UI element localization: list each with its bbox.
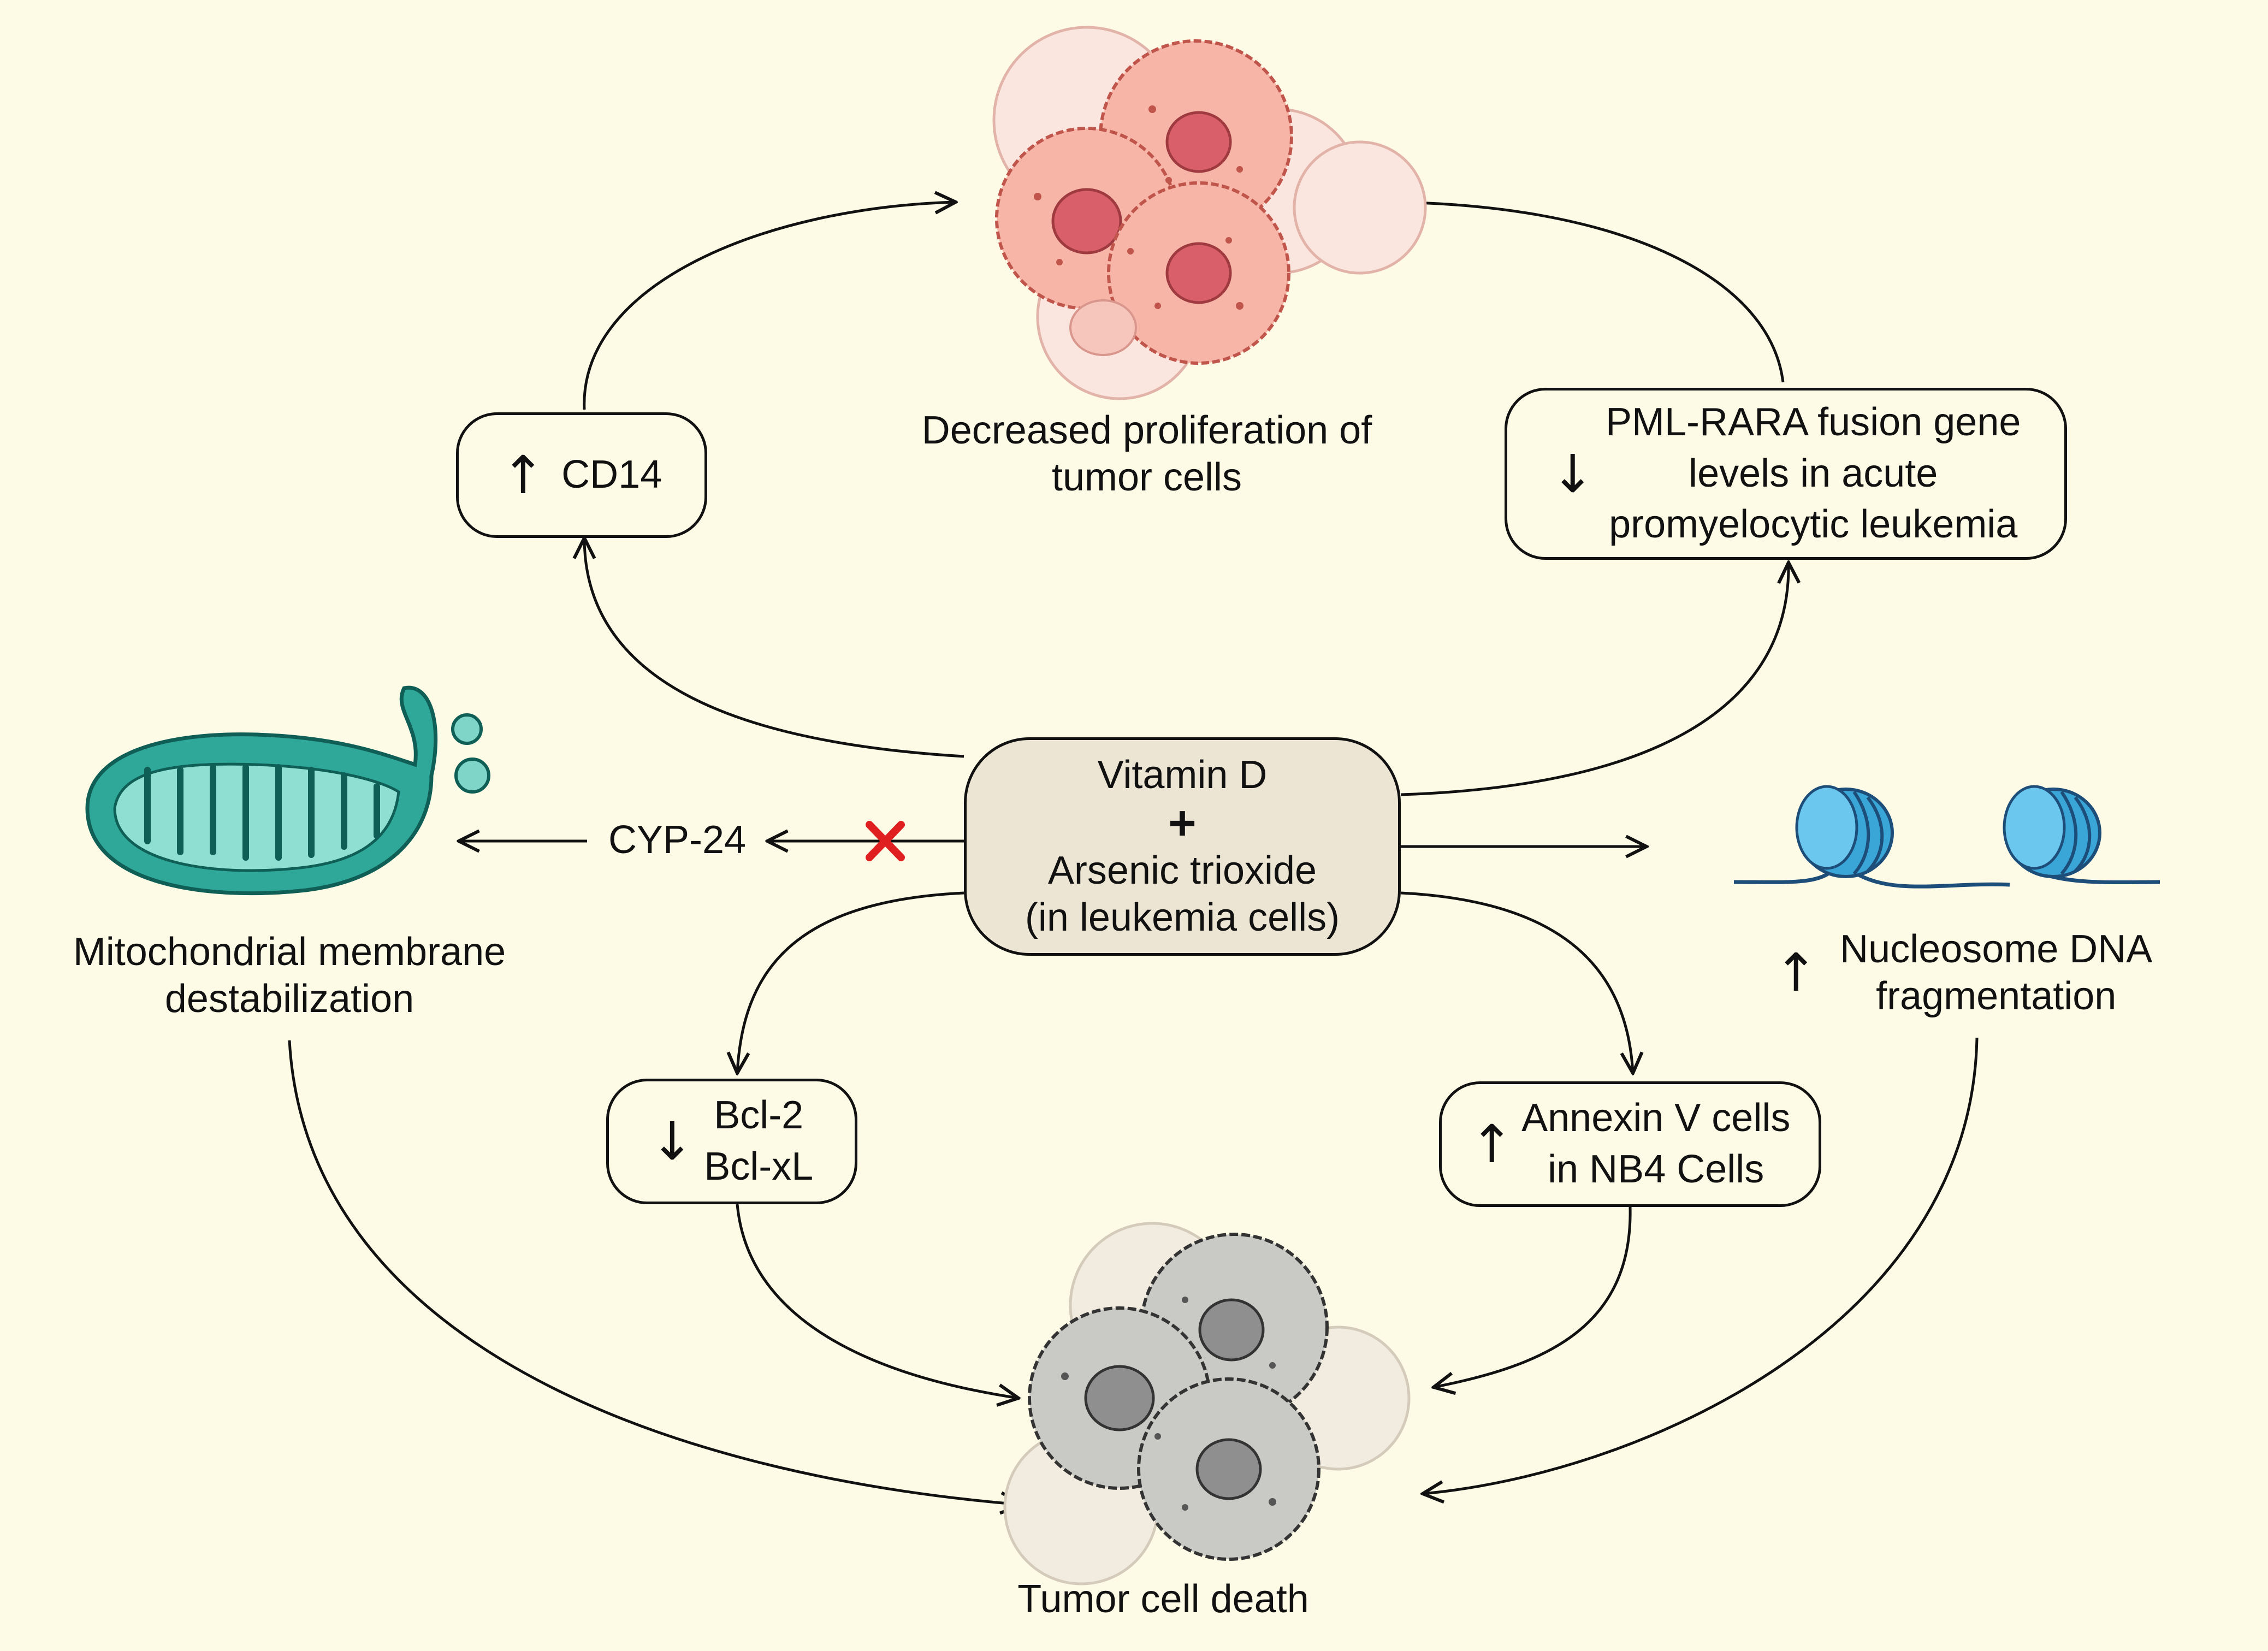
annexin-text: Annexin V cells in NB4 Cells — [1521, 1093, 1790, 1195]
bcl-line-2: Bcl-xL — [704, 1145, 814, 1188]
bcl-box: ↓ Bcl-2 Bcl-xL — [606, 1079, 857, 1204]
nucleosome-label: ↑ Nucleosome DNA fragmentation — [1745, 926, 2182, 1020]
arrow-center-to-pml — [1400, 563, 1789, 796]
arrow-center-to-bcl — [737, 891, 964, 1073]
treatment-line-vitamin-d: Vitamin D — [1097, 753, 1268, 797]
arrow-nucleosome-to-death — [1423, 1037, 1979, 1494]
annexin-box: ↑ Annexin V cells in NB4 Cells — [1439, 1081, 1821, 1207]
treatment-line-context: (in leukemia cells) — [1025, 896, 1340, 940]
nucleosome-text: Nucleosome DNA fragmentation — [1840, 926, 2152, 1020]
nucleosome-icon — [1733, 785, 2160, 889]
arrow-bcl-to-death — [736, 1204, 1018, 1398]
mito-line-2: destabilization — [164, 977, 414, 1021]
block-x-icon — [866, 821, 905, 861]
down-arrow-icon: ↓ — [650, 1111, 695, 1172]
tumor-death-text: Tumor cell death — [1017, 1577, 1309, 1621]
dead-cells-icon — [1003, 1222, 1411, 1585]
treatment-plus: + — [1168, 795, 1197, 850]
annexin-line-1: Annexin V cells — [1521, 1096, 1791, 1140]
mitochondrion-icon — [85, 685, 490, 896]
cd14-label: CD14 — [561, 453, 662, 497]
up-arrow-icon: ↑ — [1774, 942, 1819, 1004]
pml-rara-text: PML-RARA fusion gene levels in acute pro… — [1606, 397, 2021, 551]
mito-line-1: Mitochondrial membrane — [73, 930, 506, 974]
arrow-annexin-to-death — [1434, 1206, 1632, 1387]
annexin-line-2: in NB4 Cells — [1548, 1147, 1764, 1191]
tumor-cells-icon — [992, 26, 1427, 400]
arrow-mito-to-death — [288, 1040, 1021, 1505]
pml-rara-box: ↓ PML-RARA fusion gene levels in acute p… — [1505, 388, 2067, 560]
pml-line-2: levels in acute — [1689, 451, 1938, 495]
proliferation-line-1: Decreased proliferation of — [921, 409, 1372, 452]
bcl-text: Bcl-2 Bcl-xL — [704, 1090, 813, 1192]
bcl-line-1: Bcl-2 — [714, 1093, 804, 1138]
arrow-center-to-cd14 — [584, 538, 964, 758]
nucleosome-line-2: fragmentation — [1876, 974, 2117, 1019]
cyp24-label: CYP-24 — [595, 816, 759, 863]
pml-line-3: promyelocytic leukemia — [1609, 502, 2018, 547]
arrow-cd14-to-proliferation — [583, 202, 956, 410]
connectors — [288, 202, 1979, 1505]
mito-label: Mitochondrial membrane destabilization — [33, 928, 546, 1023]
pml-line-1: PML-RARA fusion gene — [1606, 400, 2021, 445]
down-arrow-icon: ↓ — [1550, 443, 1595, 505]
cd14-box: ↑ CD14 — [456, 412, 707, 538]
nucleosome-line-1: Nucleosome DNA — [1840, 927, 2153, 971]
tumor-death-label: Tumor cell death — [928, 1576, 1398, 1623]
cyp24-text: CYP-24 — [608, 818, 747, 862]
proliferation-label: Decreased proliferation of tumor cells — [863, 407, 1431, 501]
up-arrow-icon: ↑ — [1470, 1114, 1514, 1175]
up-arrow-icon: ↑ — [501, 445, 546, 506]
arrow-pml-to-proliferation — [1379, 202, 1785, 383]
treatment-line-arsenic: Arsenic trioxide — [1047, 848, 1317, 892]
treatment-box: Vitamin D + Arsenic trioxide (in leukemi… — [964, 737, 1401, 956]
arrow-center-to-annexin — [1400, 891, 1633, 1073]
proliferation-line-2: tumor cells — [1051, 455, 1242, 500]
